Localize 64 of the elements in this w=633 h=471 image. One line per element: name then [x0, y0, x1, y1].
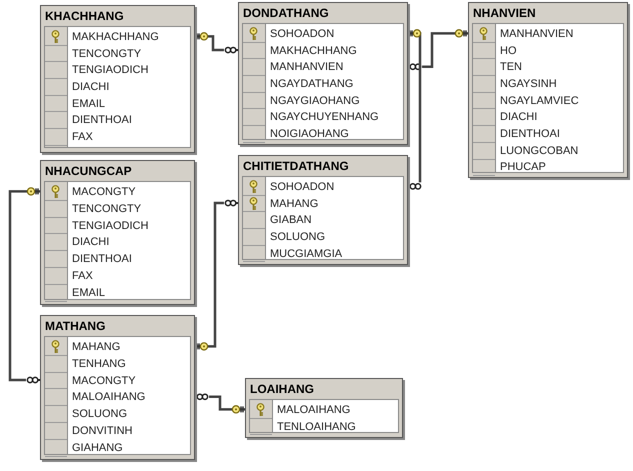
table-title: NHANVIEN: [472, 5, 537, 22]
column-name: DIACHI: [72, 80, 110, 94]
column-name: PHUCAP: [500, 161, 546, 174]
column-name: SOLUONG: [270, 230, 326, 244]
column-name: NGAYSINH: [500, 78, 557, 91]
column-name: NGAYDATHANG: [270, 78, 354, 91]
table-box: [40, 315, 195, 460]
relationship-line: [8, 187, 41, 385]
column-name: DONVITINH: [72, 424, 132, 438]
column-name: MALOAIHANG: [72, 391, 146, 404]
column-name: TENLOAIHANG: [277, 420, 356, 434]
column-name: MAKHACHHANG: [270, 44, 357, 58]
column-name: DIACHI: [500, 111, 538, 124]
table-title: MATHANG: [44, 318, 106, 335]
column-name: FAX: [72, 270, 93, 283]
column-name: NGAYLAMVIEC: [500, 94, 579, 108]
table-box: [238, 2, 408, 145]
column-name: MUCGIAMGIA: [270, 248, 342, 261]
table-title: LOAIHANG: [249, 381, 315, 398]
column-name: MAKHACHHANG: [72, 30, 159, 44]
column-name: MAHANG: [270, 198, 318, 211]
column-name: TENGIAODICH: [72, 64, 148, 78]
column-name: SOHOADON: [270, 180, 334, 194]
column-name: TENHANG: [72, 358, 126, 371]
table-box: [245, 378, 403, 438]
column-name: MANHANVIEN: [270, 61, 344, 74]
column-name: EMAIL: [72, 98, 106, 111]
column-name: SOLUONG: [72, 408, 128, 422]
table-box: [468, 2, 628, 178]
relationship-line: [407, 29, 423, 192]
column-name: NGAYCHUYENHANG: [270, 111, 379, 124]
table-title: NHACUNGCAP: [44, 163, 133, 180]
column-name: DIENTHOAI: [72, 114, 132, 128]
column-name: TENCONGTY: [72, 48, 142, 61]
column-name: MACONGTY: [72, 374, 136, 388]
relationship-line: [194, 392, 245, 414]
column-name: DIACHI: [72, 236, 110, 250]
column-name: GIABAN: [270, 214, 312, 228]
column-name: MACONGTY: [72, 186, 136, 199]
relationship-line: [407, 29, 468, 72]
column-name: MALOAIHANG: [277, 404, 350, 417]
column-name: FAX: [72, 131, 93, 144]
relationship-line: [195, 32, 239, 56]
table-title: KHACHHANG: [44, 8, 125, 25]
column-name: TEN: [500, 61, 522, 74]
table-title: CHITIETDATHANG: [242, 158, 350, 175]
relationship-line: [195, 198, 239, 351]
column-name: DIENTHOAI: [72, 253, 132, 266]
table-box: [238, 155, 408, 265]
column-name: MANHANVIEN: [500, 28, 574, 41]
table-box: [40, 160, 195, 305]
table-title: DONDATHANG: [242, 5, 330, 22]
column-name: GIAHANG: [72, 442, 123, 455]
column-name: TENGIAODICH: [72, 220, 148, 232]
column-name: MAHANG: [72, 340, 120, 354]
column-name: SOHOADON: [270, 28, 334, 41]
table-box: [40, 5, 195, 153]
column-name: NOIGIAOHANG: [270, 128, 349, 142]
column-name: TENCONGTY: [72, 202, 142, 216]
column-name: HO: [500, 44, 516, 58]
column-name: NGAYGIAOHANG: [270, 94, 360, 108]
column-name: EMAIL: [72, 286, 106, 300]
column-name: DIENTHOAI: [500, 128, 560, 142]
column-name: LUONGCOBAN: [500, 144, 578, 158]
